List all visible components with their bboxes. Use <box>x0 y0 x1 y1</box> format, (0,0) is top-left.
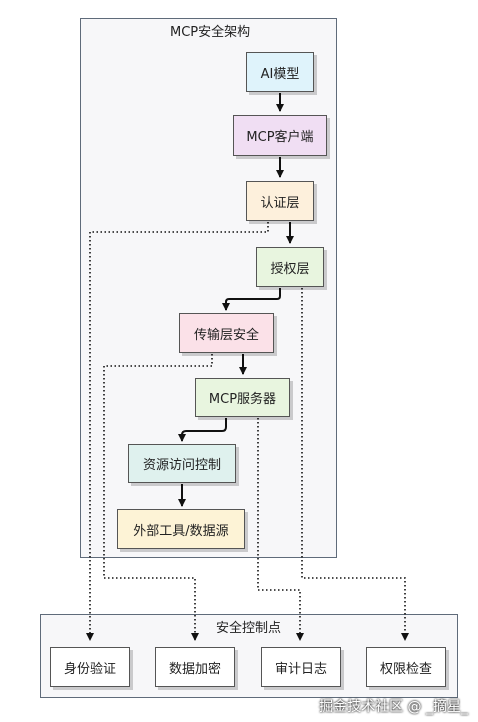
link-transport-to-encryption <box>103 354 213 641</box>
security-control-title: 安全控制点 <box>216 621 282 636</box>
link-auth-to-identity <box>86 210 269 641</box>
external-tools-node: 外部工具/数据源 <box>117 509 245 549</box>
identity-verification-node: 身份验证 <box>50 647 130 687</box>
permission-check-node: 权限检查 <box>366 647 446 687</box>
arrow-server-to-resource <box>178 418 227 442</box>
link-server-to-audit <box>257 418 304 641</box>
watermark: 掘金技术社区 @ _摘星_ <box>319 699 468 715</box>
resource-access-control-node: 资源访问控制 <box>128 444 236 483</box>
mcp-architecture-title: MCP安全架构 <box>170 25 251 40</box>
transport-security-node: 传输层安全 <box>179 313 274 353</box>
mcp-client-node: MCP客户端 <box>233 115 327 156</box>
auth-layer-node: 认证层 <box>246 181 314 221</box>
data-encryption-node: 数据加密 <box>155 647 235 687</box>
mcp-server-node: MCP服务器 <box>195 378 290 417</box>
authz-layer-node: 授权层 <box>256 247 324 287</box>
link-authz-to-permission <box>301 288 409 641</box>
audit-log-node: 审计日志 <box>261 647 341 687</box>
arrow-authz-to-transport <box>222 288 281 311</box>
ai-model-node: AI模型 <box>246 52 314 92</box>
